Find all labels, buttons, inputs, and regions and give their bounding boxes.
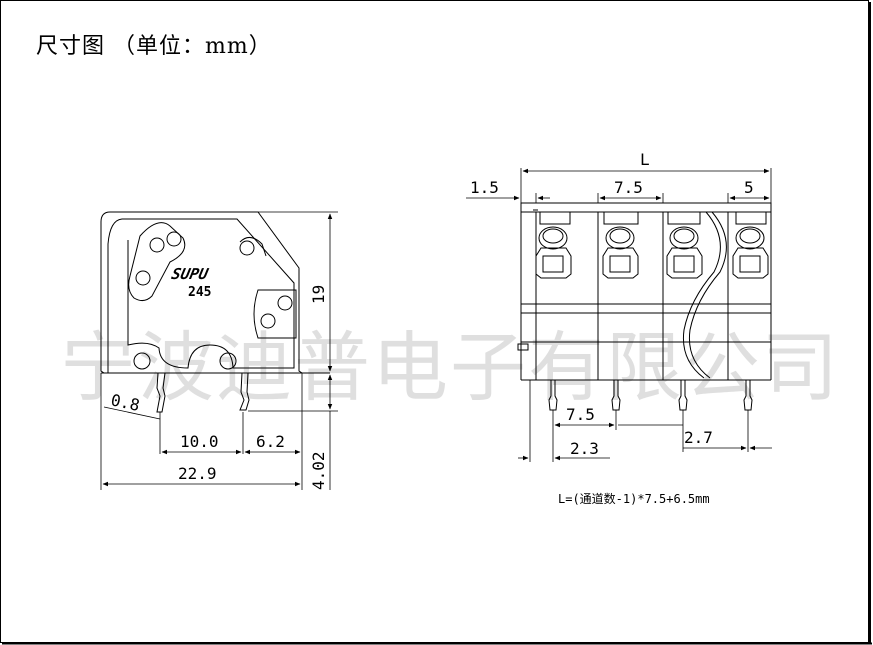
dim-pitch-label: 10.0 — [180, 432, 219, 451]
page-title: 尺寸图 （单位：mm） — [36, 34, 272, 59]
dim-total-label: L — [640, 150, 650, 169]
dim-width-label: 22.9 — [178, 464, 217, 483]
logo-model: 245 — [188, 285, 211, 300]
dim-pin-offset-label: 2.3 — [570, 439, 599, 458]
terminal-2 — [602, 211, 639, 279]
dim-pitch-top-label: 7.5 — [614, 178, 643, 197]
dim-pin-label: 4.02 — [309, 451, 328, 490]
side-view — [100, 211, 330, 413]
dim-angle-label: 0.8 — [109, 390, 141, 415]
length-formula: L=(通道数-1)*7.5+6.5mm — [558, 492, 710, 506]
dim-edge-right-label: 5 — [744, 178, 754, 197]
dim-pin-offset-right-label: 2.7 — [684, 428, 713, 447]
front-view-dimensions — [466, 168, 772, 462]
front-view — [517, 202, 772, 411]
dim-pitch-bottom-label: 7.5 — [566, 405, 595, 424]
dim-height-label: 19 — [309, 285, 328, 304]
dim-offset-label: 6.2 — [256, 432, 285, 451]
terminal-1 — [535, 211, 572, 279]
dim-edge-left-label: 1.5 — [470, 178, 499, 197]
terminal-4 — [732, 211, 769, 279]
terminal-3 — [666, 211, 703, 279]
logo-brand: SUPU — [170, 265, 211, 283]
side-view-dimensions — [100, 211, 338, 490]
